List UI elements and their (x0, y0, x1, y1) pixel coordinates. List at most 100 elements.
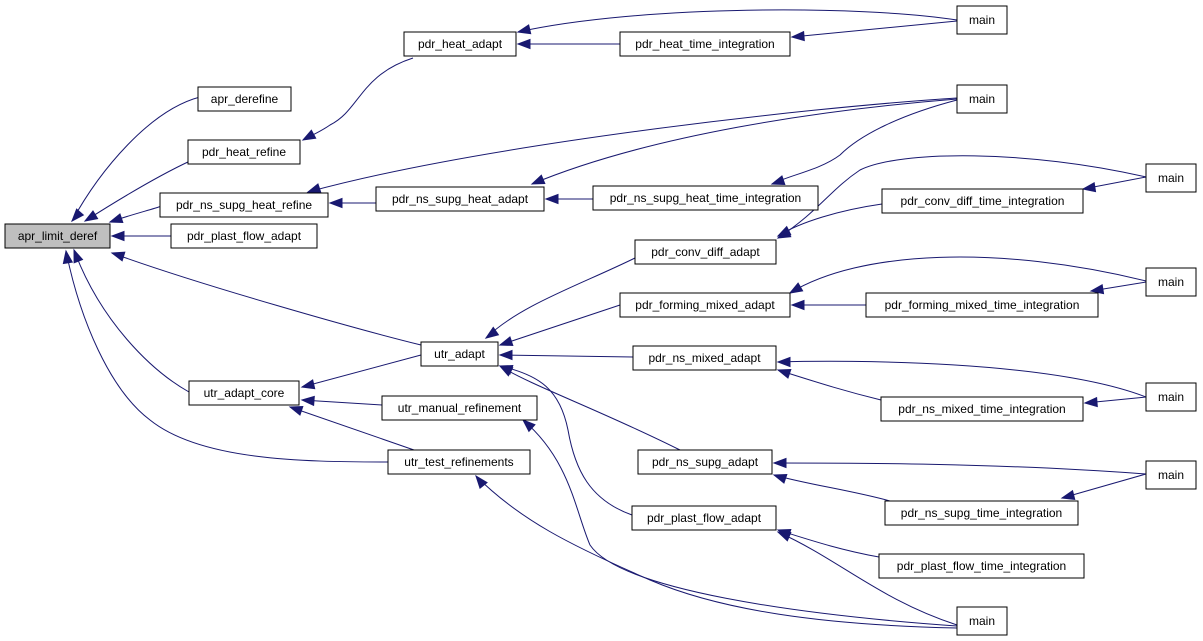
node-pdr-forming-mixed-adapt[interactable]: pdr_forming_mixed_adapt (619, 292, 791, 318)
edge-pdr_ns_supg_heat_refine-to-apr_limit_deref (108, 205, 163, 224)
arrowhead-icon (530, 174, 546, 185)
node-box (956, 606, 1008, 636)
arrowhead-icon (776, 356, 791, 368)
edge-line (65, 250, 389, 463)
edge-utr_adapt_core-to-apr_limit_deref (73, 248, 190, 393)
edge-utr_manual_refinement-to-utr_adapt_core (300, 395, 383, 407)
edge-line (789, 256, 1147, 294)
node-label: pdr_heat_adapt (418, 37, 503, 51)
node-label: apr_limit_deref (18, 229, 98, 243)
node-label: pdr_heat_time_integration (635, 37, 774, 51)
node-main-1[interactable]: main (956, 5, 1008, 35)
node-pdr-heat-refine[interactable]: pdr_heat_refine (187, 139, 301, 165)
arrowhead-icon (788, 282, 804, 294)
node-label: pdr_ns_mixed_adapt (648, 351, 761, 365)
node-label: pdr_ns_supg_heat_refine (176, 198, 312, 212)
edge-line (84, 160, 191, 222)
edge-line (73, 249, 190, 393)
arrowhead-icon (110, 251, 126, 262)
node-label: main (1158, 275, 1184, 289)
node-box (619, 31, 791, 57)
node-label: main (969, 13, 995, 27)
node-label: main (969, 614, 995, 628)
node-label: main (1158, 390, 1184, 404)
node-label: pdr_heat_refine (202, 145, 286, 159)
node-pdr-forming-mixed-time-integration[interactable]: pdr_forming_mixed_time_integration (865, 292, 1099, 318)
node-pdr-plast-flow-adapt-2[interactable]: pdr_plast_flow_adapt (631, 505, 777, 531)
node-pdr-ns-supg-time-integration[interactable]: pdr_ns_supg_time_integration (884, 500, 1079, 526)
edge-line (71, 96, 201, 222)
node-box (375, 186, 545, 212)
edge-line (531, 98, 958, 185)
node-box (634, 239, 777, 265)
node-main-2[interactable]: main (956, 84, 1008, 114)
node-pdr-ns-supg-adapt[interactable]: pdr_ns_supg_adapt (637, 449, 773, 475)
node-apr-derefine[interactable]: apr_derefine (197, 86, 292, 112)
edge-main_1-to-pdr_heat_adapt (516, 9, 958, 35)
node-main-4[interactable]: main (1145, 267, 1197, 297)
arrowhead-icon (62, 249, 74, 265)
edge-pdr_forming_mixed_adapt-to-utr_adapt (498, 304, 621, 347)
node-box (197, 86, 292, 112)
node-pdr-plast-flow-adapt-1[interactable]: pdr_plast_flow_adapt (170, 223, 318, 249)
node-pdr-ns-supg-heat-refine[interactable]: pdr_ns_supg_heat_refine (159, 192, 329, 218)
arrowhead-icon (790, 30, 805, 42)
node-box (637, 449, 773, 475)
edge-line (302, 57, 414, 141)
edge-main_4-to-pdr_forming_mixed_adapt (788, 256, 1147, 294)
arrowhead-icon (498, 364, 514, 375)
node-utr-test-refinements[interactable]: utr_test_refinements (387, 449, 531, 475)
node-main-6[interactable]: main (1145, 460, 1197, 490)
edge-line (499, 365, 681, 451)
node-label: pdr_ns_supg_time_integration (901, 506, 1062, 520)
arrowhead-icon (83, 210, 99, 222)
edge-main_6-to-pdr_ns_supg_adapt (772, 457, 1147, 475)
edge-pdr_ns_supg_heat_time_integration-to-pdr_ns_supg_heat_adapt (544, 193, 593, 205)
node-box (592, 185, 819, 211)
edge-main_4-to-pdr_forming_mixed_time_integration (1089, 281, 1147, 295)
node-label: pdr_ns_supg_adapt (652, 455, 759, 469)
edge-line (301, 399, 383, 406)
arrowhead-icon (73, 248, 84, 264)
node-pdr-ns-mixed-time-integration[interactable]: pdr_ns_mixed_time_integration (880, 396, 1084, 422)
edge-line (499, 354, 634, 358)
node-box (631, 505, 777, 531)
node-main-3[interactable]: main (1145, 163, 1197, 193)
node-utr-adapt[interactable]: utr_adapt (420, 341, 499, 367)
edge-line (485, 257, 636, 339)
node-pdr-conv-diff-time-integration[interactable]: pdr_conv_diff_time_integration (881, 188, 1084, 214)
node-label: pdr_plast_flow_adapt (187, 229, 302, 243)
node-pdr-heat-adapt[interactable]: pdr_heat_adapt (403, 31, 517, 57)
arrowhead-icon (110, 230, 125, 242)
edge-line (289, 406, 415, 451)
node-pdr-ns-supg-heat-time-integration[interactable]: pdr_ns_supg_heat_time_integration (592, 185, 819, 211)
node-box (865, 292, 1099, 318)
node-label: pdr_plast_flow_time_integration (897, 559, 1066, 573)
node-box (956, 5, 1008, 35)
node-apr-limit-deref[interactable]: apr_limit_deref (4, 223, 111, 249)
node-pdr-ns-supg-heat-adapt[interactable]: pdr_ns_supg_heat_adapt (375, 186, 545, 212)
edge-line (475, 475, 958, 629)
node-pdr-plast-flow-time-integration[interactable]: pdr_plast_flow_time_integration (878, 553, 1085, 579)
edge-line (499, 365, 633, 516)
node-utr-adapt-core[interactable]: utr_adapt_core (188, 380, 300, 406)
edge-line (771, 99, 958, 185)
edge-utr_adapt-to-apr_limit_deref (110, 251, 422, 346)
edge-line (111, 252, 422, 346)
arrowhead-icon (306, 183, 322, 194)
node-pdr-ns-mixed-adapt[interactable]: pdr_ns_mixed_adapt (632, 345, 777, 371)
edge-pdr_plast_flow_time_integration-to-pdr_plast_flow_adapt_2 (776, 528, 880, 558)
node-pdr-conv-diff-adapt[interactable]: pdr_conv_diff_adapt (634, 239, 777, 265)
node-pdr-heat-time-integration[interactable]: pdr_heat_time_integration (619, 31, 791, 57)
edge-pdr_forming_mixed_time_integration-to-pdr_forming_mixed_adapt (790, 299, 866, 311)
edge-line (777, 529, 880, 558)
node-main-7[interactable]: main (956, 606, 1008, 636)
node-main-5[interactable]: main (1145, 382, 1197, 412)
arrowhead-icon (300, 379, 316, 390)
arrowhead-icon (1060, 489, 1076, 501)
node-utr-manual-refinement[interactable]: utr_manual_refinement (381, 395, 538, 421)
edge-line (773, 474, 891, 502)
node-box (884, 500, 1079, 526)
node-label: utr_adapt_core (204, 386, 285, 400)
